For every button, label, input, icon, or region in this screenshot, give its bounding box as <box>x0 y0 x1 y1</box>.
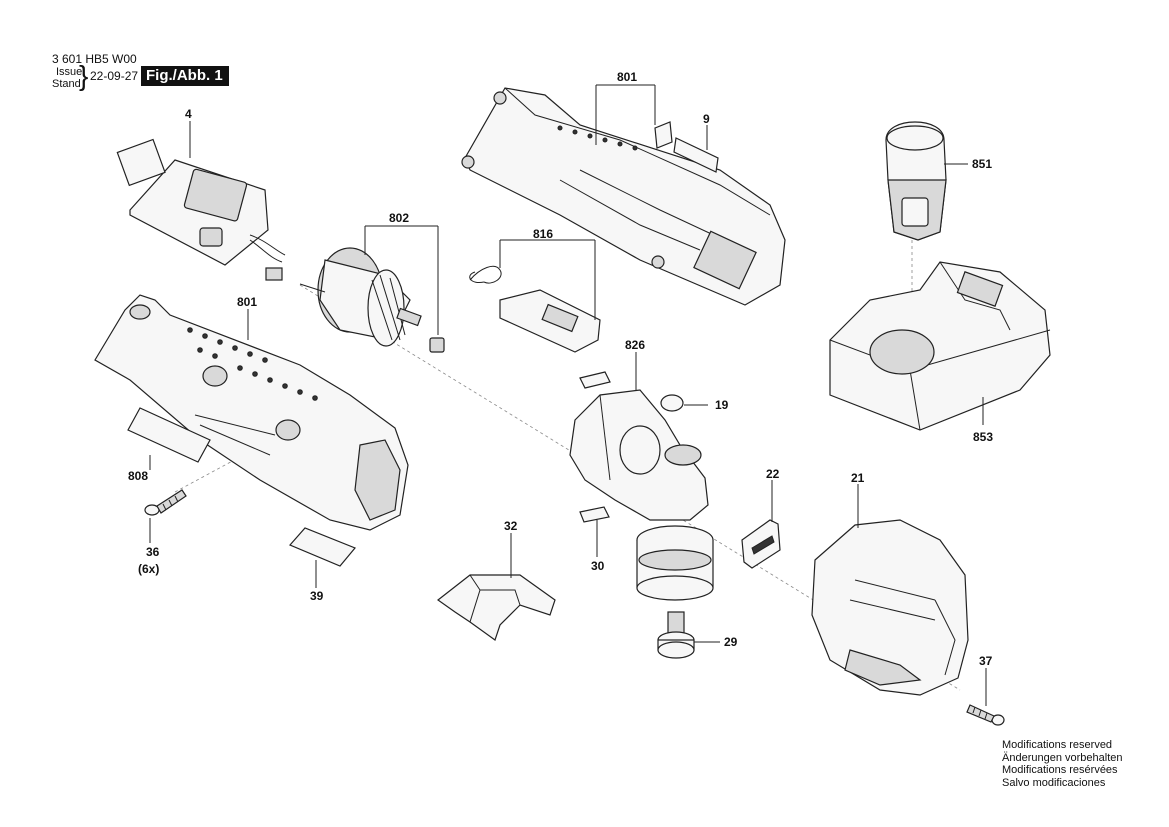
callout-36: 36 <box>146 545 160 559</box>
part-29-flange-screw <box>657 611 695 659</box>
callout-19: 19 <box>715 398 729 412</box>
callout-801-top: 801 <box>617 70 637 84</box>
callout-30: 30 <box>591 559 605 573</box>
callout-808: 808 <box>128 469 148 483</box>
callout-851: 851 <box>972 157 992 171</box>
part-4-switch-board <box>116 138 286 281</box>
callout-39: 39 <box>310 589 324 603</box>
figure-badge: Fig./Abb. 1 <box>141 66 229 86</box>
issue-label: Issue <box>56 66 83 78</box>
stand-label: Stand <box>52 78 81 90</box>
callout-22: 22 <box>766 467 780 481</box>
callout-29: 29 <box>724 635 738 649</box>
part-808-label <box>127 407 211 463</box>
callout-37: 37 <box>979 654 993 668</box>
callout-9: 9 <box>703 112 710 126</box>
callout-802: 802 <box>389 211 409 225</box>
part-816-terminal <box>469 265 601 353</box>
note-line-de: Änderungen vorbehalten <box>1002 751 1123 764</box>
callout-816: 816 <box>533 227 553 241</box>
callout-853: 853 <box>973 430 993 444</box>
issue-date: 22-09-27 <box>90 69 139 83</box>
part-853-charger <box>829 261 1051 431</box>
part-826-gearhead <box>569 371 709 523</box>
callout-826: 826 <box>625 338 645 352</box>
callout-36-quantity: (6x) <box>138 562 159 576</box>
part-37-screw <box>966 704 1005 726</box>
part-19-cap <box>660 394 684 412</box>
note-line-fr: Modifications resérvées <box>1002 764 1118 776</box>
part-9-label <box>654 121 719 173</box>
part-851-battery <box>885 121 947 241</box>
leader-lines <box>149 84 987 706</box>
note-line-en: Modifications reserved <box>1002 739 1113 751</box>
part-801-housing-top <box>461 87 786 306</box>
part-22-clip <box>741 519 781 569</box>
part-spindle-assembly <box>636 525 714 601</box>
document-number: 3 601 HB5 W00 <box>52 52 137 66</box>
part-801-housing-left <box>94 294 409 531</box>
note-line-es: Salvo modificaciones <box>1002 776 1106 789</box>
modifications-note: Modifications reserved Änderungen vorbeh… <box>1002 739 1122 789</box>
part-32-bracket <box>436 574 556 641</box>
part-39-label <box>288 527 356 567</box>
callout-32: 32 <box>504 519 518 533</box>
callout-21: 21 <box>851 471 865 485</box>
callout-4: 4 <box>185 107 192 121</box>
part-36-screw <box>144 489 187 516</box>
brace-glyph: } <box>79 60 89 91</box>
part-802-motor-armature <box>299 247 445 353</box>
callout-801-left: 801 <box>237 295 257 309</box>
part-21-front-cover <box>811 519 969 696</box>
